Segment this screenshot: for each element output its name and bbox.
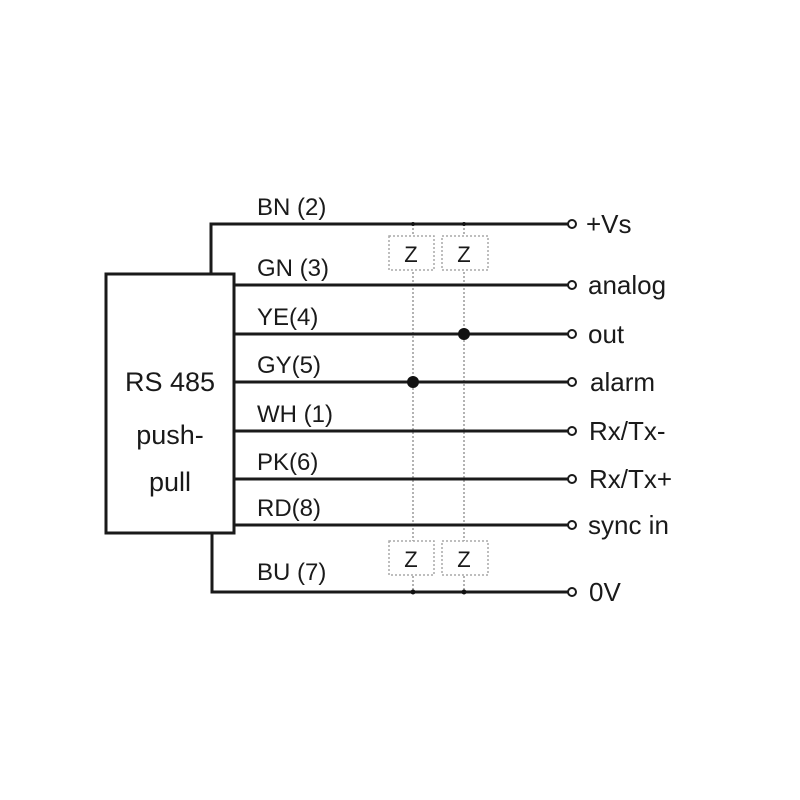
signal-label-vs: +Vs bbox=[586, 209, 632, 239]
wire-label-wh: WH (1) bbox=[257, 401, 333, 428]
zener-top-2: Z bbox=[441, 235, 489, 271]
junction-dot-alarm bbox=[407, 376, 419, 388]
signal-label-alarm: alarm bbox=[590, 367, 655, 397]
signal-label-0v: 0V bbox=[589, 577, 621, 607]
tap-dot-vs-1 bbox=[411, 222, 415, 226]
terminal-alarm bbox=[567, 377, 577, 387]
module-label-line-1: RS 485 bbox=[125, 367, 215, 397]
terminal-sync-in bbox=[567, 520, 577, 530]
wire-label-gy: GY(5) bbox=[257, 352, 321, 379]
zener-symbol: Z bbox=[404, 242, 417, 267]
tap-dot-0v-1 bbox=[410, 589, 416, 595]
zener-symbol: Z bbox=[404, 547, 417, 572]
zener-bottom-1: Z bbox=[388, 540, 435, 576]
signal-label-rxtx-minus: Rx/Tx- bbox=[589, 416, 666, 446]
signal-label-analog: analog bbox=[588, 270, 666, 300]
wire-bn bbox=[209, 222, 568, 274]
module-label-line-3: pull bbox=[149, 467, 191, 497]
module-label-line-2: push- bbox=[136, 420, 204, 450]
junction-dot-out bbox=[458, 328, 470, 340]
zener-symbol: Z bbox=[457, 242, 470, 267]
signal-label-sync-in: sync in bbox=[588, 510, 669, 540]
terminal-vs bbox=[567, 219, 577, 229]
terminal-rxtx-minus bbox=[567, 426, 577, 436]
zener-symbol: Z bbox=[457, 547, 470, 572]
tap-dot-0v-2 bbox=[461, 589, 467, 595]
wire-label-gn: GN (3) bbox=[257, 255, 329, 282]
wire-label-bu: BU (7) bbox=[257, 559, 326, 586]
signal-label-out: out bbox=[588, 319, 625, 349]
wire-label-pk: PK(6) bbox=[257, 449, 318, 476]
wire-label-rd: RD(8) bbox=[257, 495, 321, 522]
tap-dot-vs-2 bbox=[462, 222, 466, 226]
wire-label-bn: BN (2) bbox=[257, 194, 326, 221]
rs485-module-box bbox=[104, 272, 236, 535]
wire-bu bbox=[210, 533, 568, 594]
terminal-0v bbox=[567, 587, 577, 597]
zener-top-1: Z bbox=[388, 235, 435, 271]
wire-label-ye: YE(4) bbox=[257, 304, 318, 331]
zener-bottom-2: Z bbox=[441, 540, 489, 576]
terminal-rxtx-plus bbox=[567, 474, 577, 484]
signal-label-rxtx-plus: Rx/Tx+ bbox=[589, 464, 672, 494]
terminal-analog bbox=[567, 280, 577, 290]
terminal-out bbox=[567, 329, 577, 339]
